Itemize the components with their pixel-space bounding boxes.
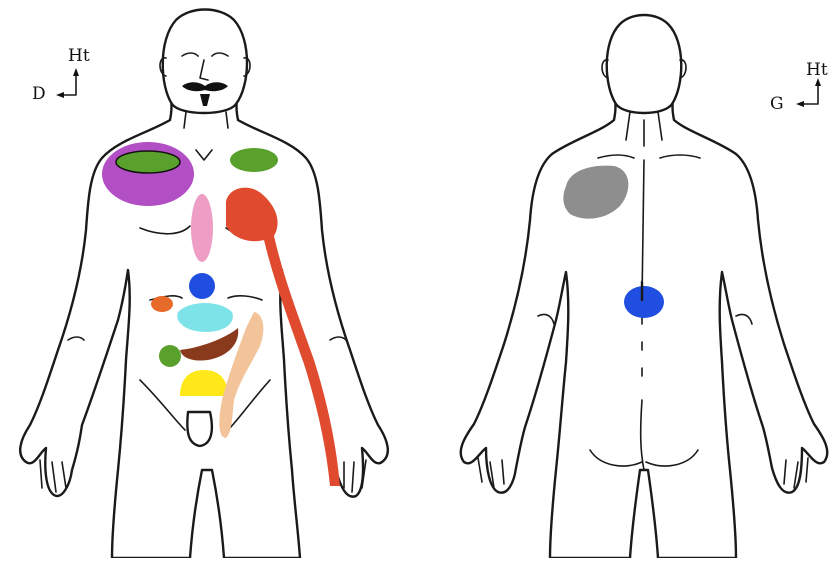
pain-zone-left-shoulder xyxy=(230,148,278,172)
pain-zone-lumbar xyxy=(624,286,664,318)
pain-zone-right-shoulder-inner xyxy=(116,151,180,173)
pain-zone-sternum xyxy=(191,194,213,262)
front-figure xyxy=(20,10,388,559)
back-orientation-arrow xyxy=(796,78,821,107)
front-genital xyxy=(187,412,212,446)
back-orientation-up-label: Ht xyxy=(806,62,828,79)
front-orientation-side-label: D xyxy=(32,86,46,103)
back-orientation-side-label: G xyxy=(770,96,784,113)
front-orientation-up-label: Ht xyxy=(68,48,90,65)
pain-zone-epigastrium xyxy=(189,273,215,299)
back-head xyxy=(607,15,682,113)
pain-zone-right-iliac-fossa xyxy=(159,345,181,367)
pain-zone-right-hypochondrium xyxy=(151,296,173,312)
front-orientation-arrow xyxy=(56,68,79,98)
